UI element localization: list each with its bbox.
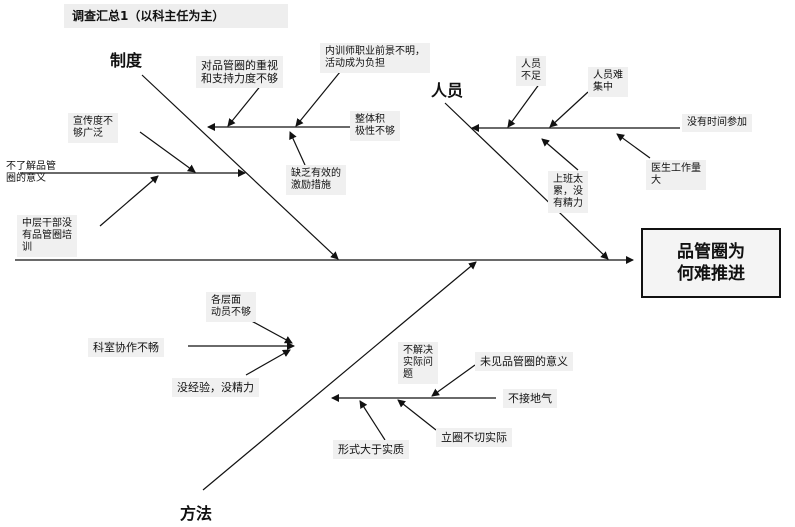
cause-hard-gather: 人员难 集中 <box>588 67 628 97</box>
cause-collaboration: 科室协作不畅 <box>88 338 164 357</box>
arrow-leader-attention <box>227 83 263 127</box>
cause-leader-attention: 对品管圈的重视 和支持力度不够 <box>196 56 283 88</box>
cause-no-solve: 不解决 实际问 题 <box>398 342 438 384</box>
arrow-workload <box>616 133 651 159</box>
cause-middle-managers: 中层干部没 有品管圈培 训 <box>17 215 77 257</box>
category-people: 人员 <box>431 81 464 100</box>
cause-not-understand: 不了解品管 圈的意义 <box>6 161 56 184</box>
cause-workload: 医生工作量 大 <box>646 160 706 190</box>
cause-no-time: 没有时间参加 <box>682 114 752 132</box>
arrow-hard-gather <box>549 91 589 128</box>
arrow-middle-managers <box>99 175 159 227</box>
cause-not-grounded: 不接地气 <box>503 389 557 408</box>
cause-lack-incentive: 缺乏有效的 激励措施 <box>286 165 346 195</box>
arrow-no-meaning <box>431 364 476 397</box>
cause-overall-motivation: 整体积 极性不够 <box>350 111 400 141</box>
cause-publicity: 宣传度不 够广泛 <box>68 113 118 143</box>
cause-formalism: 形式大于实质 <box>333 440 409 459</box>
arrow-lack-incentive <box>289 131 306 166</box>
bone-method <box>202 261 477 491</box>
arrow-mobilization <box>245 317 293 344</box>
cause-trainer-unclear: 内训师职业前景不明， 活动成为负担 <box>320 43 430 73</box>
cause-no-experience: 没经验，没精力 <box>172 378 259 397</box>
diagram-title: 调查汇总1（以科主任为主） <box>64 4 288 28</box>
cause-no-meaning: 未见品管圈的意义 <box>475 352 573 371</box>
arrow-formalism <box>359 400 386 441</box>
arrow-night-shift <box>541 138 579 171</box>
effect-box: 品管圈为 何难推进 <box>641 228 781 298</box>
cause-staff-shortage: 人员 不足 <box>516 56 546 86</box>
cause-night-shift: 上班太 累，没 有精力 <box>548 171 588 213</box>
category-system: 制度 <box>110 51 143 70</box>
arrow-publicity <box>139 131 196 173</box>
cause-mobilization: 各层面 动员不够 <box>206 292 256 322</box>
arrow-trainer-unclear <box>295 71 341 127</box>
bone-system <box>141 74 339 260</box>
category-method: 方法 <box>180 504 213 523</box>
arrow-staff-shortage <box>507 82 541 128</box>
arrow-unrealistic <box>397 399 437 431</box>
cause-unrealistic: 立圈不切实际 <box>436 428 512 447</box>
arrow-no-experience <box>245 349 291 376</box>
